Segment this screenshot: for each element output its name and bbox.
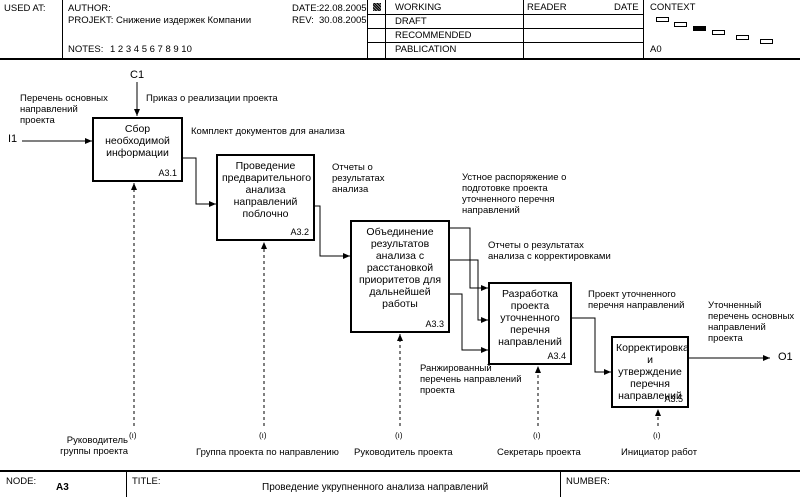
- status-draft: DRAFT: [395, 16, 427, 27]
- tunnel-mark: (ı): [653, 431, 661, 440]
- activity-box-a33[interactable]: Объединение результатов анализа с расста…: [350, 220, 450, 333]
- a33-mid-output-description: Отчеты о результатах анализа с корректир…: [488, 240, 611, 262]
- activity-number: A3.3: [425, 319, 444, 329]
- diagram-footer: NODE: A3 TITLE: Проведение укрупненного …: [0, 470, 800, 497]
- activity-label: Проведение предварительного анализа напр…: [222, 160, 312, 220]
- o1-label: O1: [778, 351, 793, 363]
- author-label: AUTHOR:: [68, 3, 111, 14]
- a34-output-description: Проект уточненного перечня направлений: [588, 289, 685, 311]
- context-label: CONTEXT: [650, 2, 696, 13]
- arrow-a33-a34-top: [449, 227, 488, 291]
- arrow-a32-a33: [314, 205, 350, 259]
- mechanism-label-a34: Секретарь проекта: [497, 447, 581, 458]
- title-label: TITLE:: [132, 476, 161, 487]
- notes-label: NOTES:: [68, 44, 104, 55]
- c1-description: Приказ о реализации проекта: [146, 93, 278, 104]
- activity-number: A3.2: [290, 227, 309, 237]
- mechanism-label-a35: Инициатор работ: [621, 447, 698, 458]
- activity-number: A3.1: [158, 168, 177, 178]
- status-publication: PABLICATION: [395, 44, 457, 55]
- working-status-marker: [373, 3, 381, 11]
- status-working: WORKING: [395, 2, 442, 13]
- project-name: Снижение издержек Компании: [116, 15, 252, 26]
- notes-numbers: 1 2 3 4 5 6 7 8 9 10: [110, 44, 192, 55]
- a35-output-description: Уточненный перечень основных направлений…: [708, 300, 795, 344]
- reader-date-label: DATE: [614, 2, 639, 13]
- tunnel-mark: (ı): [259, 431, 267, 440]
- project-label: PROJEKT:: [68, 15, 114, 26]
- reader-label: READER: [527, 2, 567, 13]
- mechanism-label-a32: Группа проекта по направлению: [196, 447, 339, 458]
- diagram-header: USED AT: AUTHOR: PROJEKT: Снижение издер…: [0, 0, 800, 60]
- diagram-title: Проведение укрупненного анализа направле…: [262, 482, 489, 493]
- tunnel-mark: (ı): [533, 431, 541, 440]
- c1-label: C1: [130, 69, 145, 81]
- activity-label: Объединение результатов анализа с расста…: [358, 226, 442, 310]
- a32-output-description: Отчеты о результатах анализа: [332, 162, 385, 195]
- a31-output-description: Комплект документов для анализа: [191, 126, 345, 137]
- tunnel-mark: (ı): [395, 431, 403, 440]
- activity-box-a34[interactable]: Разработка проекта уточненного перечня н…: [488, 282, 572, 365]
- activity-label: Корректировка и утверждение перечня напр…: [616, 342, 689, 402]
- activity-label: Сбор необходимой информации: [105, 123, 170, 159]
- activity-label: Разработка проекта уточненного перечня н…: [498, 288, 562, 348]
- activity-number: A3.5: [664, 394, 683, 404]
- activity-box-a35[interactable]: Корректировка и утверждение перечня напр…: [611, 336, 689, 408]
- arrow-a31-a32: [182, 157, 216, 207]
- arrow-a34-a35: [571, 317, 611, 375]
- idef0-diagram: I1 C1 O1 Перечень основных направлений п…: [0, 60, 800, 470]
- activity-box-a31[interactable]: Сбор необходимой информации A3.1: [92, 117, 183, 182]
- activity-box-a32[interactable]: Проведение предварительного анализа напр…: [216, 154, 315, 241]
- i1-label: I1: [8, 133, 18, 145]
- status-recommended: RECOMMENDED: [395, 30, 472, 41]
- arrow-a33-a34-bottom: [449, 293, 488, 353]
- context-node: A0: [650, 44, 662, 55]
- mechanism-label-a31: Руководитель группы проекта: [60, 435, 128, 457]
- used-at-label: USED AT:: [4, 3, 46, 14]
- node-value: A3: [56, 482, 69, 493]
- date-label: DATE:: [292, 3, 320, 14]
- rev-label: REV:: [292, 15, 314, 26]
- activity-number: A3.4: [547, 351, 566, 361]
- number-label: NUMBER:: [566, 476, 610, 487]
- a33-top-output-description: Устное распоряжение о подготовке проекта…: [462, 172, 567, 216]
- tunnel-mark: (ı): [129, 431, 137, 440]
- date-value: 22.08.2005: [319, 3, 367, 14]
- mechanism-label-a33: Руководитель проекта: [354, 447, 453, 458]
- arrow-layer: [22, 82, 770, 426]
- rev-value: 30.08.2005: [319, 15, 367, 26]
- node-label: NODE:: [6, 476, 37, 487]
- arrow-a33-a34-mid: [449, 259, 488, 323]
- a33-bottom-output-description: Ранжированный перечень направлений проек…: [420, 363, 522, 396]
- i1-description: Перечень основных направлений проекта: [20, 93, 108, 126]
